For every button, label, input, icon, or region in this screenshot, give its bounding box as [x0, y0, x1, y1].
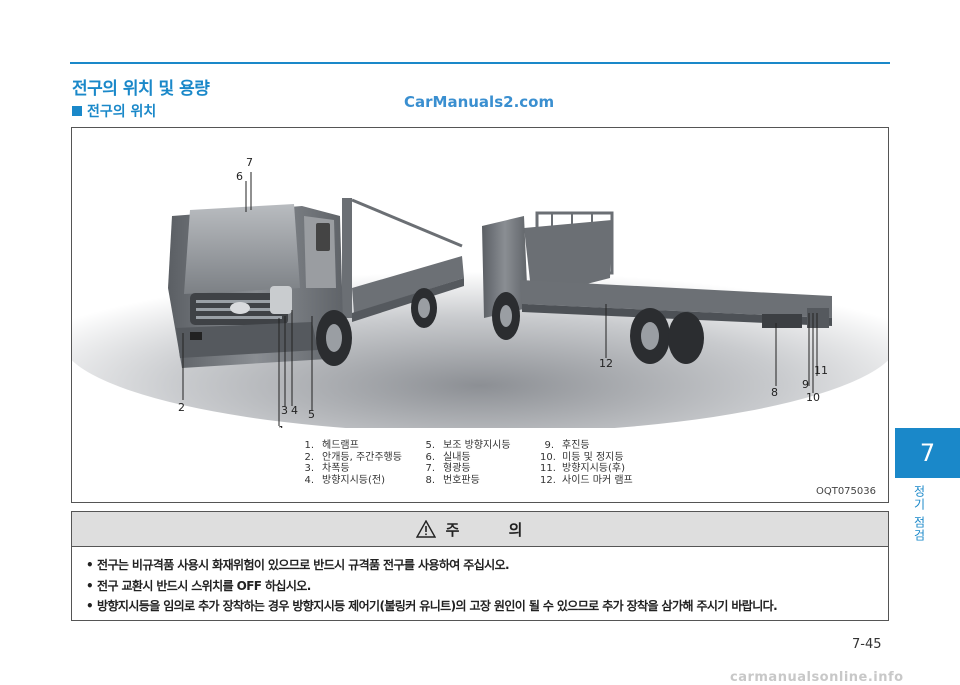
sub-title: 전구의 위치	[72, 101, 156, 121]
page-number: 7-45	[852, 637, 882, 652]
front-truck	[168, 198, 464, 368]
legend-item: 6.실내등	[425, 451, 471, 463]
legend-item: 1.헤드램프	[304, 440, 359, 451]
callout-5: 5	[308, 408, 315, 421]
callout-10: 10	[806, 391, 820, 404]
caution-item: 방향지시등을 임의로 추가 장착하는 경우 방향지시등 제어기(불링커 유니트)…	[86, 596, 888, 617]
section-title: 전구의 위치 및 용량	[72, 79, 210, 99]
truck-illustration: 1 2 3 4 5 6 7 8 9 10 11 12	[72, 156, 888, 428]
rear-truck	[482, 211, 832, 364]
legend-item: 9.후진등	[544, 440, 590, 451]
caution-item: 전구 교환시 반드시 스위치를 OFF 하십시오.	[86, 576, 888, 597]
warning-triangle-icon	[415, 520, 436, 538]
legend-item: 11.방향지시등(후)	[540, 463, 626, 474]
sub-title-text: 전구의 위치	[87, 104, 157, 120]
legend-column-2: 5.보조 방향지시등 6.실내등 7.형광등 8.번호판등	[421, 440, 511, 486]
top-rule	[70, 62, 890, 64]
callout-6: 6	[236, 170, 243, 183]
caution-box: 주 의 전구는 비규격품 사용시 화재위험이 있으므로 반드시 규격품 전구를 …	[71, 511, 889, 621]
legend-item: 4.방향지시등(전)	[304, 474, 386, 486]
callout-11: 11	[814, 364, 828, 377]
chapter-tab[interactable]: 7	[895, 428, 960, 478]
legend-item: 10.미등 및 정지등	[540, 451, 624, 463]
callout-9: 9	[802, 378, 809, 391]
callout-2: 2	[178, 401, 185, 414]
caution-header: 주 의	[72, 512, 888, 547]
callout-12: 12	[599, 357, 613, 370]
bulb-location-figure: 1 2 3 4 5 6 7 8 9 10 11 12 1.헤드램프 2.안개등,…	[71, 127, 889, 503]
callout-8: 8	[771, 386, 778, 399]
footer-site-link[interactable]: carmanualsonline.info	[730, 670, 904, 685]
caution-list: 전구는 비규격품 사용시 화재위험이 있으므로 반드시 규격품 전구를 사용하여…	[72, 547, 888, 617]
legend-column-1: 1.헤드램프 2.안개등, 주간주행등 3.차폭등 4.방향지시등(전)	[300, 440, 402, 486]
legend-item: 3.차폭등	[304, 463, 350, 474]
legend-item: 12.사이드 마커 램프	[540, 474, 633, 486]
callout-4: 4	[291, 404, 298, 417]
caution-item: 전구는 비규격품 사용시 화재위험이 있으므로 반드시 규격품 전구를 사용하여…	[86, 555, 888, 576]
legend-column-3: 9.후진등 10.미등 및 정지등 11.방향지시등(후) 12.사이드 마커 …	[540, 440, 633, 486]
figure-code: OQT075036	[815, 486, 876, 497]
callout-1: 1	[278, 424, 285, 428]
watermark-link[interactable]: CarManuals2.com	[404, 93, 555, 111]
legend-item: 2.안개등, 주간주행등	[304, 451, 402, 463]
callout-3: 3	[281, 404, 288, 417]
legend-item: 8.번호판등	[425, 474, 480, 486]
caution-title: 주 의	[445, 520, 545, 539]
legend-item: 7.형광등	[425, 463, 471, 474]
callout-leaders	[182, 172, 818, 426]
square-bullet-icon	[72, 106, 82, 116]
callout-7: 7	[246, 156, 253, 169]
chapter-label: 정기 점검	[912, 485, 926, 542]
legend-item: 5.보조 방향지시등	[425, 440, 511, 451]
